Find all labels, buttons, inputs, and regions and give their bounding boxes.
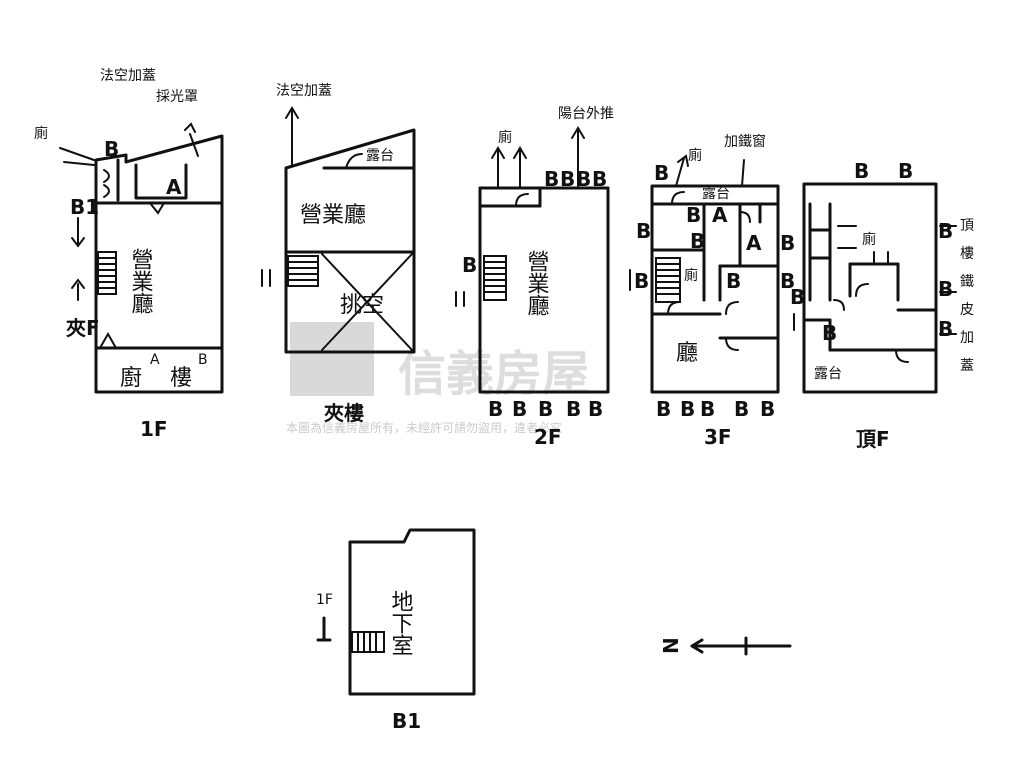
marker-b: B bbox=[560, 167, 575, 191]
floor-label-2f: 2F bbox=[534, 425, 562, 449]
note-roof-char: 蓋 bbox=[960, 358, 974, 374]
floor-label-b1: B1 bbox=[392, 709, 421, 733]
note-mezz-extension: 法空加蓋 bbox=[276, 83, 332, 99]
marker-b: B bbox=[822, 321, 837, 345]
marker-b: B bbox=[700, 397, 715, 421]
marker-b: B bbox=[538, 397, 553, 421]
note-roof-char: 樓 bbox=[960, 246, 974, 262]
marker-b: B bbox=[636, 219, 651, 243]
marker-a: A bbox=[166, 175, 182, 199]
label-2f-toilet: 廁 bbox=[498, 129, 512, 146]
stairs-1f bbox=[97, 251, 117, 295]
marker-b: B bbox=[790, 285, 805, 309]
room-business-hall-1f: 營業廳 bbox=[128, 248, 154, 314]
watermark-logo bbox=[290, 322, 374, 396]
marker-a: A bbox=[712, 203, 728, 227]
marker-b: B bbox=[898, 159, 913, 183]
room-stair-1f: 樓 bbox=[170, 366, 192, 391]
stairs-mezz bbox=[287, 255, 319, 287]
marker-b: B bbox=[690, 229, 705, 253]
marker-b: B bbox=[938, 317, 953, 341]
floor-label-mezz: 夾樓 bbox=[324, 401, 364, 425]
plan-b1: 1F 地下室 B1 bbox=[316, 528, 476, 733]
marker-b: B bbox=[462, 253, 477, 277]
note-2f-balcony: 陽台外推 bbox=[558, 106, 614, 122]
marker-b: B bbox=[854, 159, 869, 183]
marker-a: A bbox=[746, 231, 762, 255]
note-roof-char: 皮 bbox=[960, 302, 974, 318]
note-roof-char: 鐵 bbox=[960, 273, 974, 290]
marker-b: B bbox=[734, 397, 749, 421]
floor-label-roof: 頂F bbox=[856, 427, 890, 451]
room-business-hall-2f: 營業廳 bbox=[524, 250, 550, 316]
note-roof-char: 頂 bbox=[960, 218, 974, 234]
marker-b: B bbox=[512, 397, 527, 421]
room-basement: 地下室 bbox=[388, 590, 414, 656]
room-terrace-3f: 露台 bbox=[702, 186, 730, 202]
marker-b: B bbox=[680, 397, 695, 421]
room-business-hall-mezz: 營業廳 bbox=[300, 203, 366, 228]
floor-label-3f: 3F bbox=[704, 425, 732, 449]
marker-b: B bbox=[726, 269, 741, 293]
room-kitchen-1f: 廚 bbox=[120, 366, 142, 391]
marker-b: B bbox=[760, 397, 775, 421]
marker-b: B bbox=[654, 161, 669, 185]
label-roof-toilet: 廁 bbox=[862, 231, 876, 248]
plan-3f: 廁 加鐵窗 B 露台 B A B B A B 廁 B B B 廳 B B B B… bbox=[629, 133, 795, 449]
note-3f-iron: 加鐵窗 bbox=[724, 133, 766, 150]
plan-1f: 法空加蓋 採光罩 廁 B1 夾F B A A B 營業廳 廚 樓 1F bbox=[34, 68, 224, 441]
compass-north: N bbox=[659, 637, 683, 654]
marker-b: B bbox=[938, 219, 953, 243]
room-terrace-roof: 露台 bbox=[814, 366, 842, 382]
marker-b: B bbox=[566, 397, 581, 421]
marker-b1: B1 bbox=[70, 195, 99, 219]
room-hall-3f: 廳 bbox=[676, 341, 698, 366]
marker-b: B bbox=[780, 231, 795, 255]
plan-2f: 陽台外推 廁 B B B B B 營業廳 B B B B B 2F bbox=[455, 106, 614, 449]
room-atrium: 挑空 bbox=[340, 293, 384, 318]
marker-b: B bbox=[938, 277, 953, 301]
marker-b: B bbox=[686, 203, 701, 227]
marker-b: B bbox=[576, 167, 591, 191]
note-roof-char: 加 bbox=[960, 330, 974, 346]
marker-up-1f: 1F bbox=[316, 592, 333, 608]
label-1f-toilet: 廁 bbox=[34, 125, 48, 142]
stairs-2f bbox=[483, 255, 507, 301]
watermark-brand: 信義房屋 bbox=[398, 346, 590, 402]
note-roof-iron-sheet: 頂 樓 鐵 皮 加 蓋 bbox=[960, 218, 974, 374]
marker-b: B bbox=[780, 269, 795, 293]
floor-label-1f: 1F bbox=[140, 417, 168, 441]
watermark-notice: 本圖為信義房屋所有，未經許可請勿盜用，違者必究 bbox=[286, 420, 562, 435]
marker-b: B bbox=[544, 167, 559, 191]
plan-roof: B B 廁 B B B B B 露台 頂 樓 鐵 皮 加 蓋 頂F bbox=[790, 159, 974, 451]
marker-b: B bbox=[104, 137, 119, 161]
label-1f-mezz-link: 夾F bbox=[66, 316, 100, 340]
plan-mezz: 法空加蓋 露台 營業廳 挑空 夾樓 bbox=[261, 83, 416, 425]
marker-b: B bbox=[634, 269, 649, 293]
marker-b: B bbox=[198, 352, 208, 368]
marker-a: A bbox=[150, 352, 160, 368]
marker-b: B bbox=[592, 167, 607, 191]
label-3f-toilet: 廁 bbox=[688, 147, 702, 164]
stairs-b1 bbox=[351, 631, 385, 653]
note-1f-extension: 法空加蓋 bbox=[100, 68, 156, 84]
north-arrow: N bbox=[659, 636, 792, 656]
marker-b: B bbox=[488, 397, 503, 421]
stairs-3f bbox=[655, 257, 681, 303]
label-3f-toilet: 廁 bbox=[684, 267, 698, 284]
note-1f-skylight: 採光罩 bbox=[156, 89, 198, 105]
room-terrace-mezz: 露台 bbox=[366, 148, 394, 164]
watermark: 信義房屋 本圖為信義房屋所有，未經許可請勿盜用，違者必究 bbox=[286, 322, 590, 435]
marker-b: B bbox=[588, 397, 603, 421]
marker-b: B bbox=[656, 397, 671, 421]
